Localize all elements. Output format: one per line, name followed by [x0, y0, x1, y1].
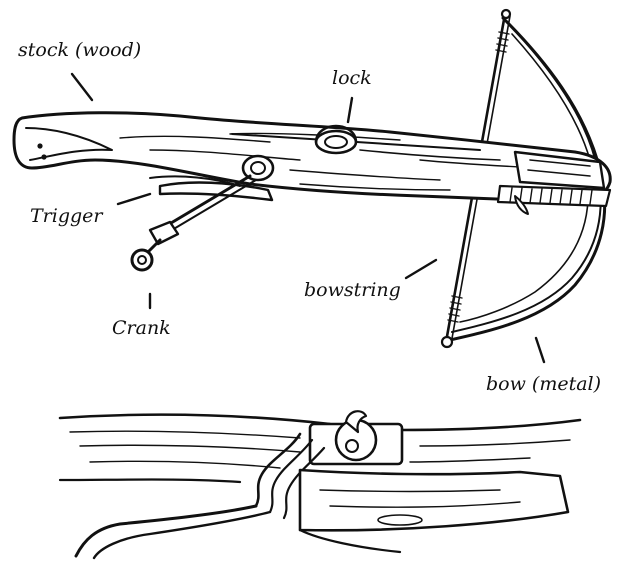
- label-crank-group: Crank: [112, 294, 171, 339]
- lock-detail-illustration: [60, 411, 580, 558]
- label-bow-group: bow (metal): [486, 338, 601, 395]
- leader-bowstring: [406, 260, 436, 278]
- label-crank: Crank: [112, 317, 171, 339]
- stock-body: [14, 113, 610, 214]
- label-bow: bow (metal): [486, 373, 601, 395]
- label-trigger: Trigger: [30, 205, 104, 227]
- label-bowstring: bowstring: [304, 279, 401, 301]
- leader-lock: [348, 98, 352, 122]
- label-lock-group: lock: [332, 67, 372, 122]
- label-stock: stock (wood): [18, 39, 141, 61]
- leader-stock: [72, 74, 92, 100]
- label-bowstring-group: bowstring: [304, 260, 436, 301]
- label-trigger-group: Trigger: [30, 194, 150, 227]
- lock-mechanism: [316, 126, 356, 153]
- leader-trigger: [118, 194, 150, 204]
- label-stock-group: stock (wood): [18, 39, 141, 100]
- leader-bow: [536, 338, 544, 362]
- label-lock: lock: [332, 67, 372, 89]
